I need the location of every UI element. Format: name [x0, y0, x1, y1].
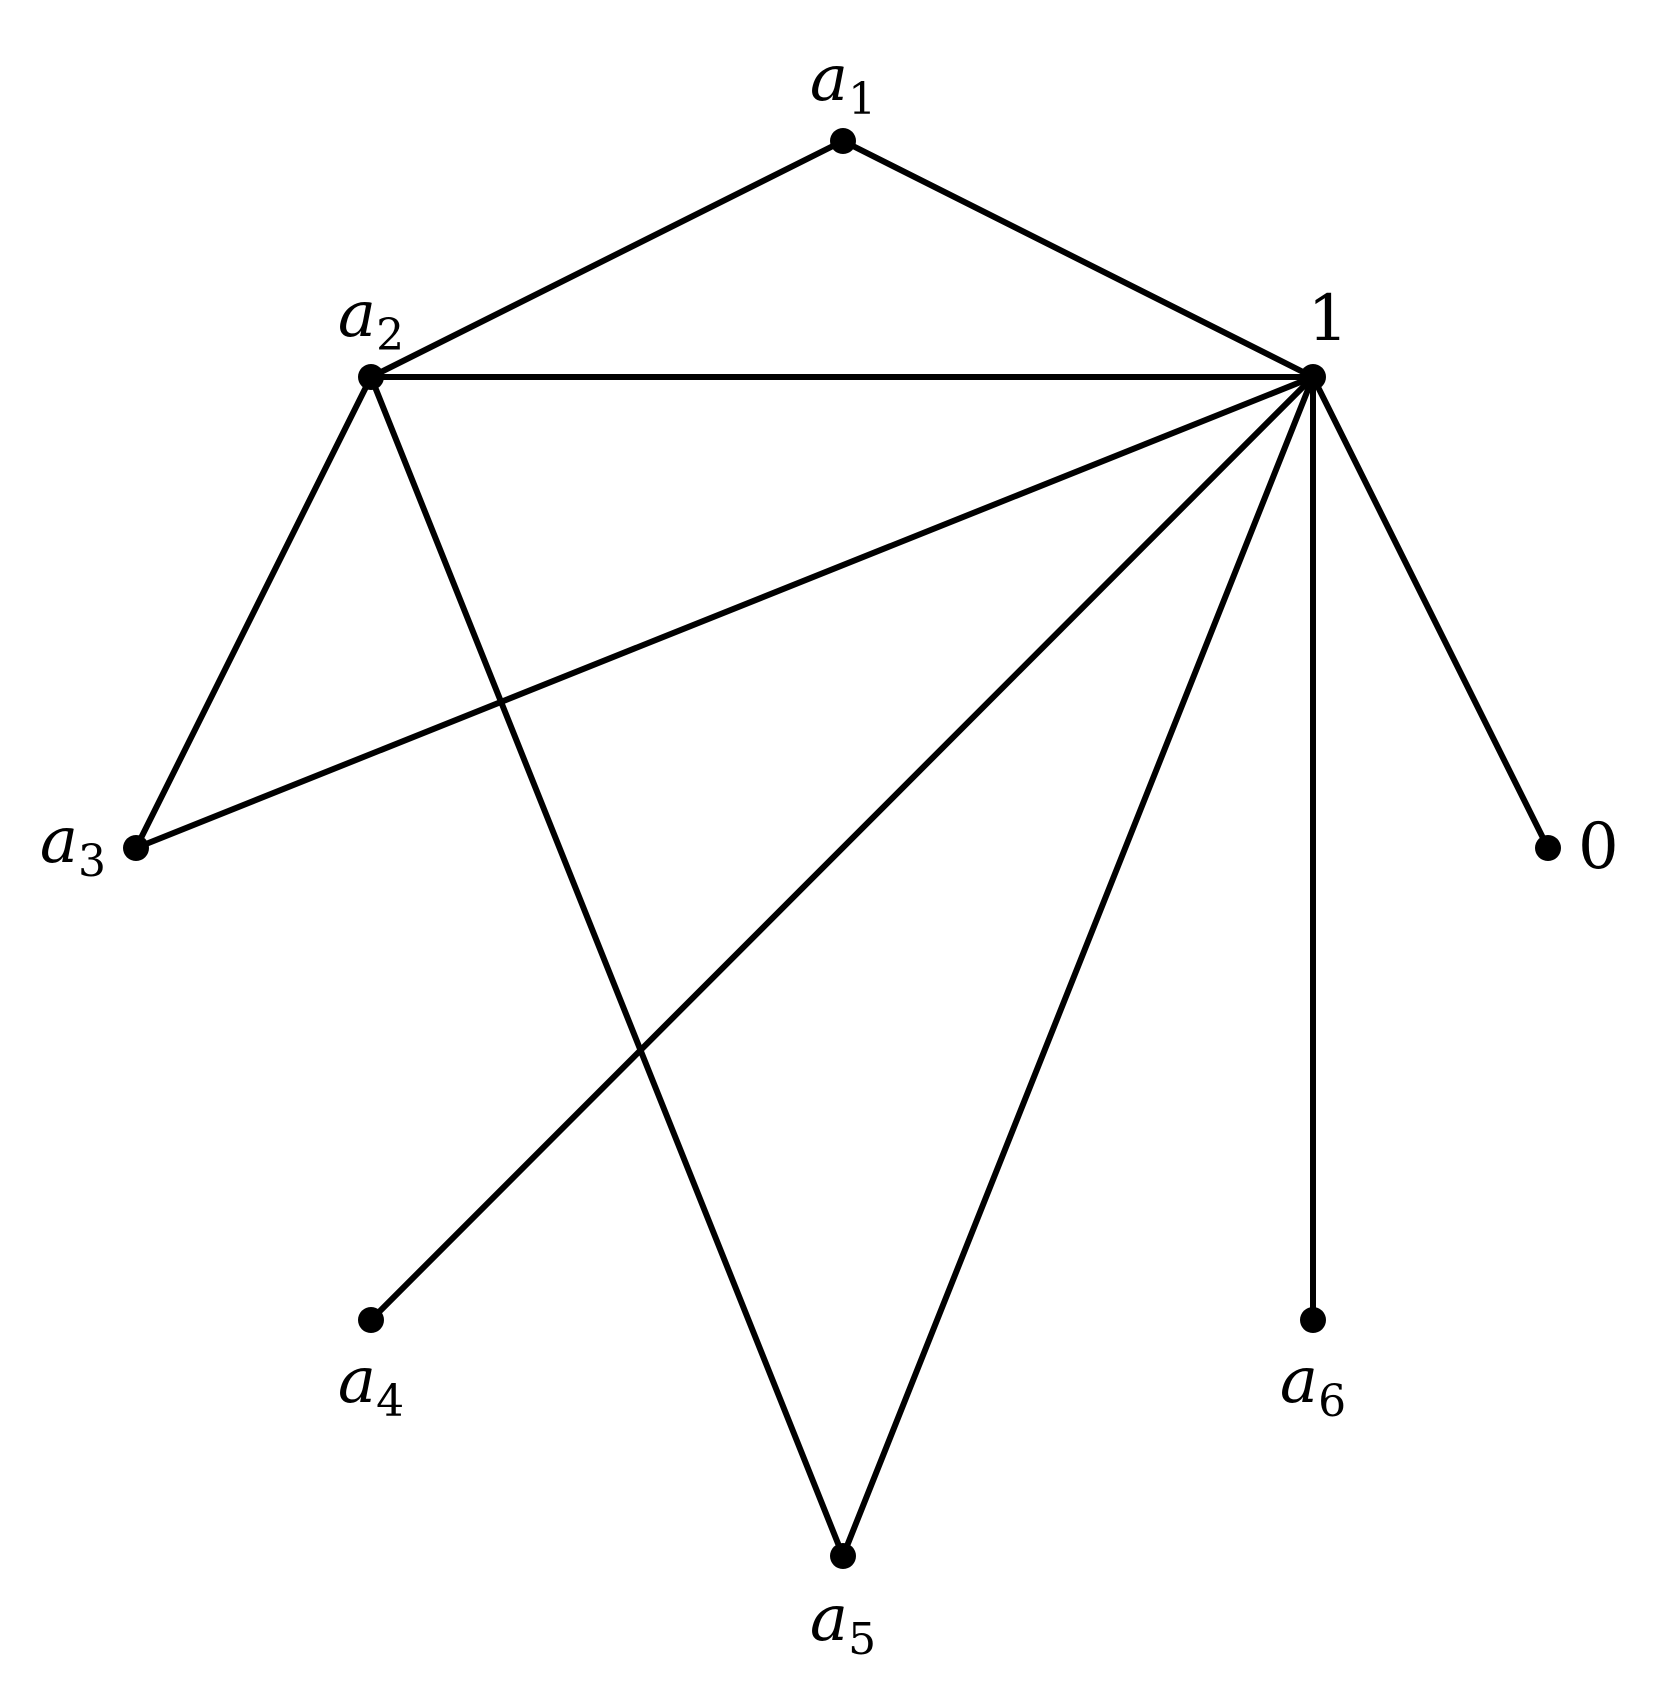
vertex-a6 — [1300, 1307, 1326, 1333]
vertex-label-a6: a6 — [1280, 1344, 1346, 1427]
edge-one-a4 — [368, 374, 1316, 1323]
vertex-zero — [1535, 835, 1561, 861]
vertex-label-a1: a1 — [810, 42, 876, 125]
edge-one-a5 — [840, 374, 1316, 1559]
vertex-label-zero: 0 — [1578, 810, 1619, 884]
vertices — [123, 128, 1561, 1569]
vertex-label-a5: a5 — [810, 1582, 876, 1665]
vertex-label-a2: a2 — [338, 278, 404, 361]
vertex-labels: a1 a2 1 a3 0 a4 a5 a6 — [40, 42, 1619, 1665]
vertex-a5 — [830, 1543, 856, 1569]
edges — [133, 138, 1551, 1559]
edge-a2-a3 — [133, 374, 374, 851]
vertex-one — [1300, 364, 1326, 390]
vertex-a3 — [123, 835, 149, 861]
edge-one-zero — [1310, 374, 1551, 851]
vertex-label-a3: a3 — [40, 804, 106, 887]
vertex-a4 — [358, 1307, 384, 1333]
vertex-a2 — [358, 364, 384, 390]
vertex-a1 — [830, 128, 856, 154]
vertex-label-one: 1 — [1308, 282, 1349, 356]
edge-a2-a5 — [368, 374, 846, 1559]
edge-a1-a2 — [368, 138, 846, 380]
vertex-label-a4: a4 — [338, 1344, 404, 1427]
edge-a1-one — [840, 138, 1316, 380]
edge-one-a3 — [133, 374, 1316, 851]
